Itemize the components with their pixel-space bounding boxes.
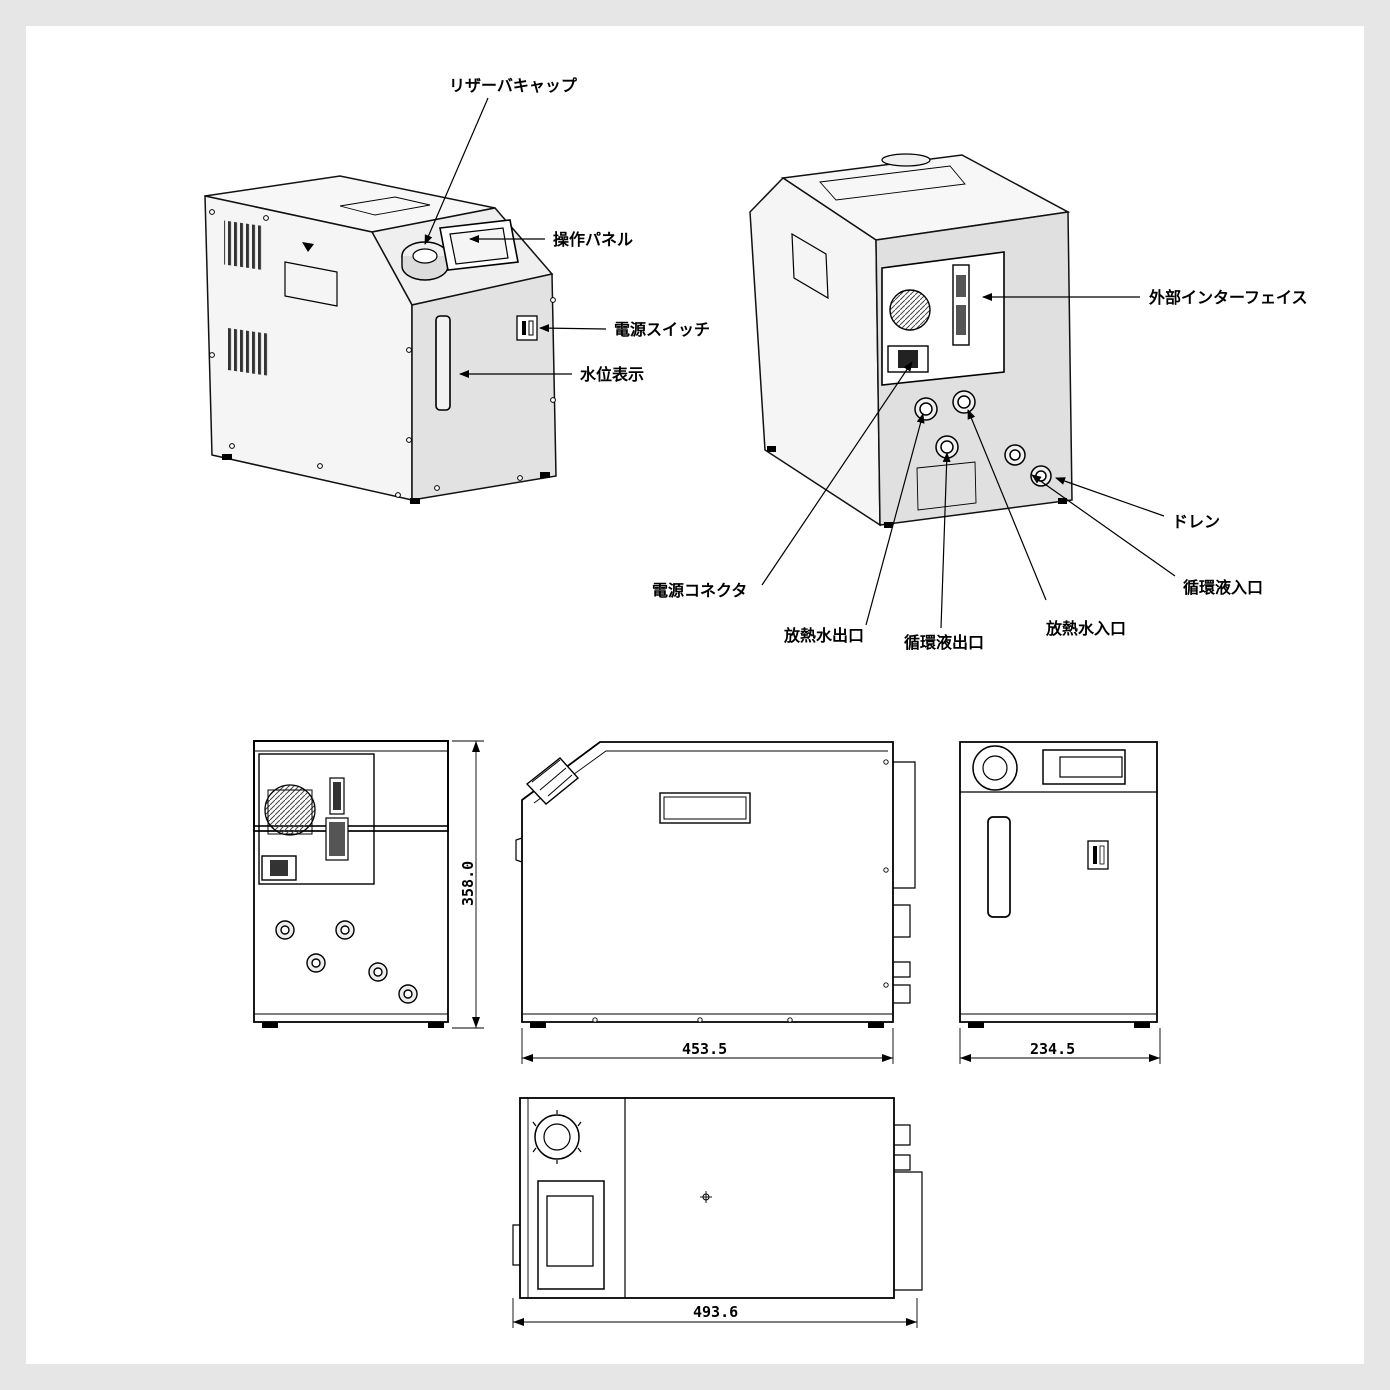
height-dimension: 358.0	[452, 740, 484, 1029]
leader-drain	[1055, 477, 1165, 517]
dim-width: 234.5	[1030, 1040, 1075, 1058]
front-view-front-face	[411, 273, 557, 501]
label-cooling-water-outlet: 放熱水出口	[783, 626, 864, 645]
label-coolant-outlet: 循環液出口	[904, 633, 984, 652]
label-water-level: 水位表示	[580, 365, 644, 384]
side-elevation-cap	[525, 757, 580, 805]
label-power-switch: 電源スイッチ	[614, 320, 710, 339]
rear-perspective-view	[749, 153, 1073, 528]
leader-coolant-inlet	[1031, 474, 1176, 577]
elevation-fan-icon	[264, 784, 316, 836]
front-elevation-cap	[972, 745, 1018, 791]
water-level-window	[435, 315, 451, 411]
lower-louver	[228, 328, 268, 376]
depth-dimension: 453.5	[521, 1028, 894, 1064]
dim-depth: 453.5	[682, 1040, 727, 1058]
leader-cooling-water-outlet	[865, 413, 925, 626]
label-cooling-water-inlet: 放熱水入口	[1045, 619, 1126, 638]
reservoir-cap-icon	[401, 241, 449, 281]
side-elevation-view	[515, 741, 916, 1028]
side-arrow-mark	[302, 242, 314, 252]
side-handle	[284, 261, 338, 307]
dim-height: 358.0	[459, 861, 477, 906]
label-external-interface: 外部インターフェイス	[1148, 288, 1308, 307]
leader-coolant-outlet	[940, 452, 951, 629]
leader-reservoir-cap	[424, 97, 489, 245]
leader-power-switch	[539, 324, 607, 333]
top-view-cap	[532, 1110, 582, 1164]
leader-power-connector	[761, 361, 913, 586]
label-reservoir-cap: リザーバキャップ	[449, 76, 578, 95]
front-elevation-view	[959, 741, 1158, 1028]
label-coolant-inlet: 循環液入口	[1183, 578, 1263, 597]
rear-view-side-face	[749, 177, 881, 527]
label-control-panel: 操作パネル	[553, 230, 633, 249]
dim-length: 493.6	[693, 1303, 738, 1321]
label-power-connector: 電源コネクタ	[652, 581, 747, 600]
front-perspective-view	[204, 175, 557, 504]
length-dimension: 493.6	[512, 1298, 918, 1328]
label-drain: ドレン	[1172, 512, 1220, 531]
upper-louver	[224, 220, 264, 271]
rear-elevation-view	[253, 740, 449, 1028]
leader-cooling-water-inlet	[967, 409, 1047, 601]
power-switch-icon	[516, 315, 538, 341]
width-dimension: 234.5	[959, 1028, 1161, 1064]
top-plan-view	[512, 1097, 923, 1299]
rear-fan-icon	[889, 289, 931, 331]
control-panel-display	[439, 219, 519, 271]
